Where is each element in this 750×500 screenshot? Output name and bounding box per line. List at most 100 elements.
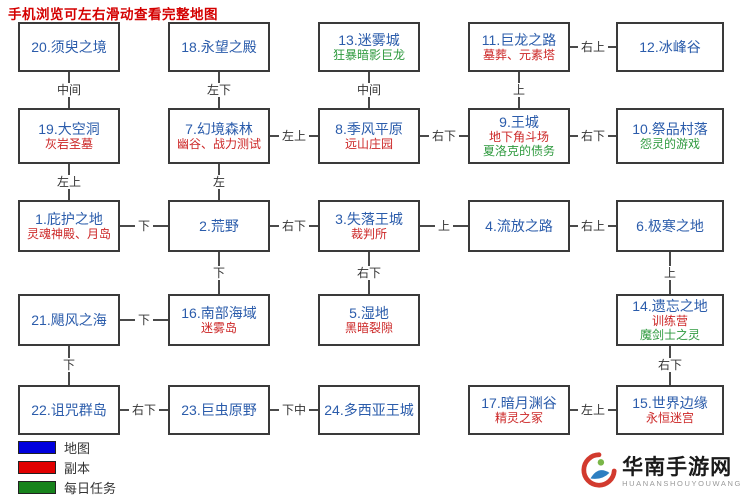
connector-label-4-6: 右上	[577, 219, 609, 233]
node-10-daily: 怨灵的游戏	[639, 137, 700, 151]
connector-label-13-8: 中间	[353, 83, 385, 97]
node-19-dungeon: 灰岩圣墓	[44, 137, 93, 151]
node-3-dungeon: 裁判所	[350, 227, 387, 241]
legend-row-daily: 每日任务	[18, 477, 116, 497]
legend-swatch-daily	[18, 480, 56, 494]
node-3-label: 3.失落王城	[335, 211, 403, 227]
node-7: 7.幻境森林 幽谷、战力测试	[168, 108, 270, 164]
connector-label-7-8: 左上	[278, 129, 310, 143]
node-12: 12.冰峰谷	[616, 22, 724, 72]
watermark: 华南手游网 HUANANSHOUYOUWANG	[580, 451, 742, 494]
node-20-label: 20.须臾之境	[31, 39, 107, 55]
node-21-label: 21.飓风之海	[31, 312, 107, 328]
node-10-label: 10.祭品村落	[632, 121, 708, 137]
node-18-label: 18.永望之殿	[181, 39, 257, 55]
node-13-daily: 狂暴暗影巨龙	[332, 48, 405, 62]
node-8-dungeon: 远山庄园	[344, 137, 393, 151]
connector-label-20-19: 中间	[53, 83, 85, 97]
node-23: 23.巨虫原野	[168, 385, 270, 435]
page-title: 手机浏览可左右滑动查看完整地图	[8, 7, 218, 22]
connector-label-22-23: 右下	[128, 403, 160, 417]
node-7-label: 7.幻境森林	[185, 121, 253, 137]
node-17: 17.暗月渊谷 精灵之冢	[468, 385, 570, 435]
node-22-label: 22.诅咒群岛	[31, 402, 107, 418]
legend-label-daily: 每日任务	[64, 480, 117, 496]
connector-label-2-16: 下	[209, 266, 229, 280]
node-1-dungeon: 灵魂神殿、月岛	[26, 227, 111, 241]
node-4-label: 4.流放之路	[485, 218, 553, 234]
node-21: 21.飓风之海	[18, 294, 120, 346]
node-19-label: 19.大空洞	[38, 121, 100, 137]
node-17-label: 17.暗月渊谷	[481, 395, 557, 411]
node-5: 5.湿地 黑暗裂隙	[318, 294, 420, 346]
node-11: 11.巨龙之路 墓葬、元素塔	[468, 22, 570, 72]
watermark-logo-icon	[580, 451, 618, 494]
connector-label-18-7: 左下	[203, 83, 235, 97]
node-9-daily: 夏洛克的债务	[482, 144, 555, 158]
node-6: 6.极寒之地	[616, 200, 724, 252]
connector-label-19-1: 左上	[53, 175, 85, 189]
legend-row-dungeon: 副本	[18, 457, 116, 477]
connector-label-1-2: 下	[134, 219, 154, 233]
node-1: 1.庇护之地 灵魂神殿、月岛	[18, 200, 120, 252]
watermark-sub: HUANANSHOUYOUWANG	[622, 479, 742, 488]
node-16-label: 16.南部海域	[181, 305, 257, 321]
node-9: 9.王城 地下角斗场 夏洛克的债务	[468, 108, 570, 164]
connector-label-3-5: 右下	[353, 266, 385, 280]
node-16: 16.南部海域 迷雾岛	[168, 294, 270, 346]
connector-label-14-15: 右下	[654, 358, 686, 372]
connector-label-11-9: 上	[509, 83, 529, 97]
watermark-text: 华南手游网 HUANANSHOUYOUWANG	[622, 456, 742, 489]
legend-swatch-dungeon	[18, 460, 56, 474]
node-15-label: 15.世界边缘	[632, 395, 708, 411]
connector-label-3-4: 上	[434, 219, 454, 233]
node-24: 24.多西亚王城	[318, 385, 420, 435]
node-11-label: 11.巨龙之路	[481, 32, 557, 48]
connector-label-17-15: 左上	[577, 403, 609, 417]
node-15-dungeon: 永恒迷宫	[645, 411, 694, 425]
node-19: 19.大空洞 灰岩圣墓	[18, 108, 120, 164]
node-9-dungeon: 地下角斗场	[488, 130, 549, 144]
node-16-dungeon: 迷雾岛	[200, 321, 237, 335]
node-22: 22.诅咒群岛	[18, 385, 120, 435]
node-2: 2.荒野	[168, 200, 270, 252]
connector-label-2-3: 右下	[278, 219, 310, 233]
node-8-label: 8.季风平原	[335, 121, 403, 137]
connector-label-8-9: 右下	[428, 129, 460, 143]
node-12-label: 12.冰峰谷	[639, 39, 701, 55]
connector-label-7-2: 左	[209, 175, 229, 189]
node-11-dungeon: 墓葬、元素塔	[482, 48, 555, 62]
node-6-label: 6.极寒之地	[636, 218, 704, 234]
node-2-label: 2.荒野	[199, 218, 239, 234]
node-7-dungeon: 幽谷、战力测试	[176, 137, 261, 151]
node-15: 15.世界边缘 永恒迷宫	[616, 385, 724, 435]
node-14-dungeon: 训练营	[651, 314, 688, 328]
legend-row-map: 地图	[18, 437, 116, 457]
node-1-label: 1.庇护之地	[35, 211, 103, 227]
node-24-label: 24.多西亚王城	[324, 402, 414, 418]
connector-label-6-14: 上	[660, 266, 680, 280]
node-13: 13.迷雾城 狂暴暗影巨龙	[318, 22, 420, 72]
connector-label-11-12: 右上	[577, 40, 609, 54]
node-13-label: 13.迷雾城	[338, 32, 400, 48]
connector-label-23-24: 下中	[278, 403, 310, 417]
node-8: 8.季风平原 远山庄园	[318, 108, 420, 164]
legend: 地图 副本 每日任务	[18, 437, 116, 497]
node-23-label: 23.巨虫原野	[181, 402, 257, 418]
node-20: 20.须臾之境	[18, 22, 120, 72]
node-14-daily: 魔剑士之灵	[639, 328, 700, 342]
node-4: 4.流放之路	[468, 200, 570, 252]
legend-swatch-map	[18, 440, 56, 454]
connector-label-9-10: 右下	[577, 129, 609, 143]
node-5-dungeon: 黑暗裂隙	[344, 321, 393, 335]
node-5-label: 5.湿地	[349, 305, 389, 321]
node-3: 3.失落王城 裁判所	[318, 200, 420, 252]
legend-label-dungeon: 副本	[64, 460, 91, 476]
connector-label-21-16: 下	[134, 313, 154, 327]
node-14: 14.遗忘之地 训练营 魔剑士之灵	[616, 294, 724, 346]
connector-label-21-22: 下	[59, 358, 79, 372]
legend-label-map: 地图	[64, 440, 91, 456]
node-17-dungeon: 精灵之冢	[494, 411, 543, 425]
watermark-name: 华南手游网	[622, 456, 733, 479]
